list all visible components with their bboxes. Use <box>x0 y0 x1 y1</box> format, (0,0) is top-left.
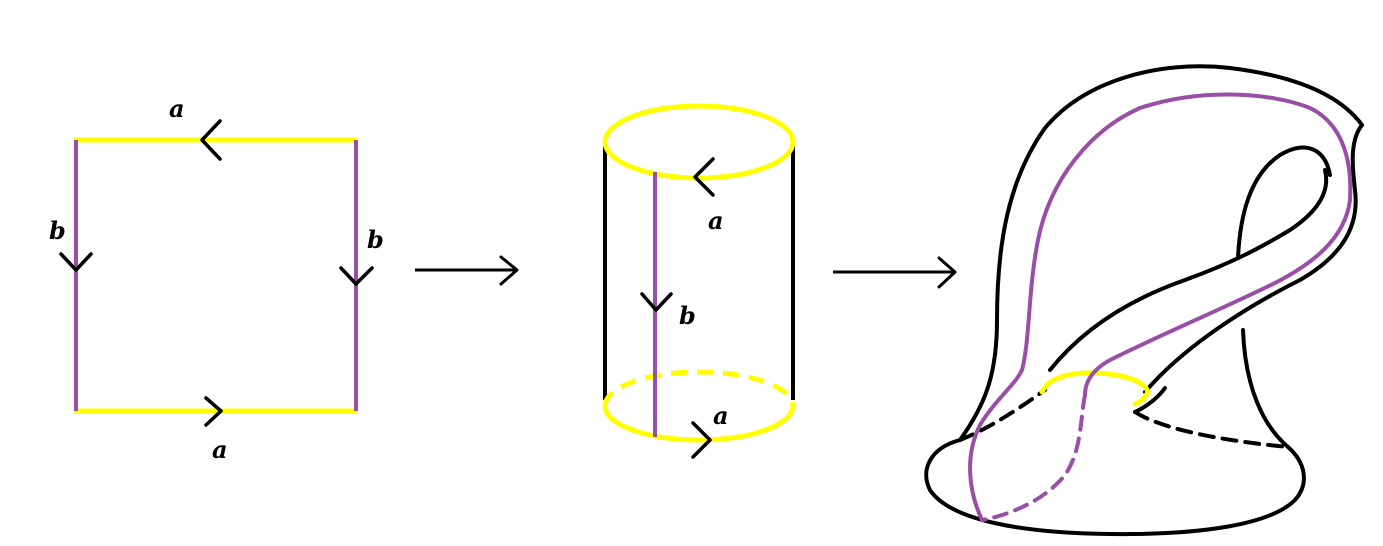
square-left-arrowhead-icon <box>59 252 93 272</box>
klein-bottle-tube-upper <box>1048 168 1329 372</box>
square-top-label: a <box>169 94 185 123</box>
klein-bottle-seam-b-hidden <box>980 393 1087 522</box>
square-top-arrowhead-icon <box>200 119 222 161</box>
cylinder-seam-arrowhead-icon <box>640 292 673 312</box>
cylinder-top-circle <box>602 103 796 181</box>
right-arrow-icon <box>415 255 519 286</box>
klein-bottle-outer-body <box>958 64 1364 442</box>
square-bottom-arrowhead-icon <box>204 396 223 427</box>
right-arrow-icon <box>833 256 957 289</box>
cylinder-top-label: a <box>708 206 724 235</box>
square-right-label: b <box>367 225 384 254</box>
square-bottom-label: a <box>212 435 228 464</box>
klein-bottle-handle-outer <box>1143 123 1364 394</box>
square-right-arrowhead-icon <box>339 266 374 286</box>
klein-bottle-right-flare <box>1241 328 1290 449</box>
cylinder-bottom-back-arc <box>602 369 796 407</box>
square-diagram: a a b b <box>49 94 384 464</box>
cylinder-side-label: b <box>679 301 696 330</box>
klein-bottle-base-back-left <box>958 388 1047 442</box>
cylinder-top-arrowhead-icon <box>693 157 715 197</box>
klein-bottle-diagram <box>924 64 1364 537</box>
cylinder-bottom-front-arc <box>602 405 796 443</box>
klein-bottle-neck-circle <box>1039 370 1151 407</box>
klein-bottle-base-back-right <box>1133 410 1290 449</box>
klein-bottle-base-front <box>924 438 1306 537</box>
cylinder-bottom-arrowhead-icon <box>691 421 712 459</box>
square-left-label: b <box>49 216 66 245</box>
klein-bottle-inner-loop <box>1236 145 1332 260</box>
cylinder-diagram: a b a <box>602 103 796 459</box>
klein-bottle-opening-inner <box>1133 386 1167 414</box>
cylinder-bottom-label: a <box>713 401 729 430</box>
klein-bottle-seam-b <box>968 92 1353 522</box>
